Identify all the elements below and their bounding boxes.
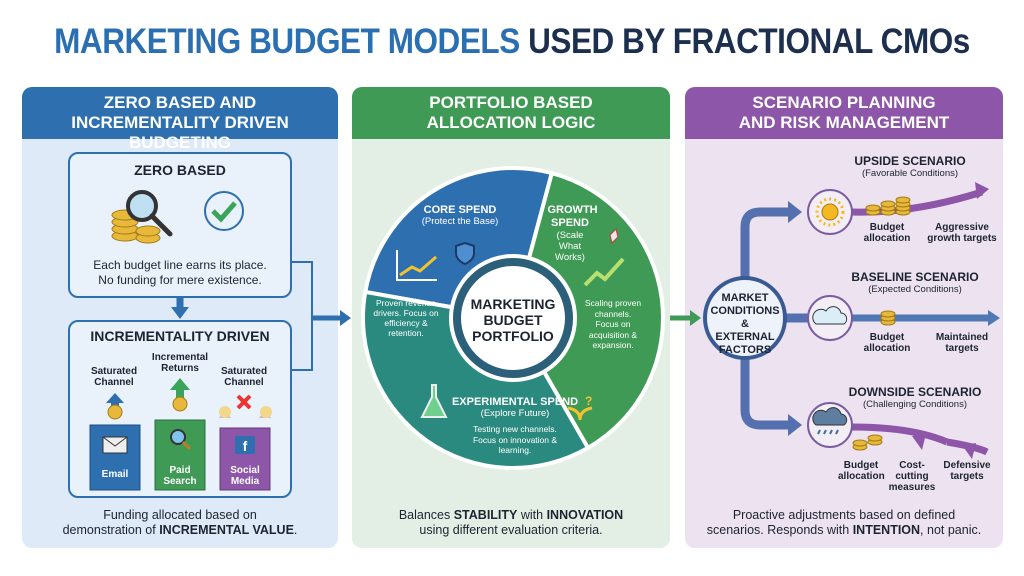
growth-spend-segment: GROWTH SPEND(Scale What Works) <box>547 204 598 263</box>
core-spend-segment: CORE SPEND(Protect the Base) <box>421 204 499 227</box>
middle-footer: Balances STABILITY with INNOVATION using… <box>398 508 624 537</box>
channel-paid-search: Paid Search <box>163 465 197 487</box>
coins-icon <box>111 209 161 244</box>
downside-scenario: DOWNSIDE SCENARIO(Challenging Conditions… <box>848 385 982 410</box>
left-footer: Funding allocated based on demonstration… <box>62 508 298 537</box>
baseline-scenario: BASELINE SCENARIO(Expected Conditions) <box>851 270 979 295</box>
upside-scenario: UPSIDE SCENARIO(Favorable Conditions) <box>854 154 966 179</box>
market-conditions-hub: MARKET CONDITIONS & EXTERNAL FACTORS <box>710 292 780 356</box>
portfolio-center: MARKETING BUDGET PORTFOLIO <box>470 296 556 344</box>
channel-email: Email <box>101 469 129 480</box>
zero-based-box: ZERO BASED Each budget line earns its pl… <box>68 152 292 298</box>
incrementality-title: INCREMENTALITY DRIVEN <box>90 328 270 344</box>
panel-header: ZERO BASED AND INCREMENTALITY DRIVEN BUD… <box>22 87 338 152</box>
arrow-right-icon <box>340 310 351 326</box>
panel-header: PORTFOLIO BASED ALLOCATION LOGIC <box>352 87 670 139</box>
right-footer: Proactive adjustments based on defined s… <box>706 508 982 537</box>
channel-social-media: Social Media <box>230 465 260 487</box>
zero-based-title: ZERO BASED <box>134 162 226 178</box>
magnifier-icon <box>126 190 173 237</box>
experimental-spend-segment: EXPERIMENTAL SPEND(Explore Future) Testi… <box>451 396 579 455</box>
page-title: MARKETING BUDGET MODELS USED BY FRACTION… <box>54 22 970 61</box>
panel-header: SCENARIO PLANNING AND RISK MANAGEMENT <box>685 87 1003 139</box>
checkmark-icon <box>204 191 244 231</box>
